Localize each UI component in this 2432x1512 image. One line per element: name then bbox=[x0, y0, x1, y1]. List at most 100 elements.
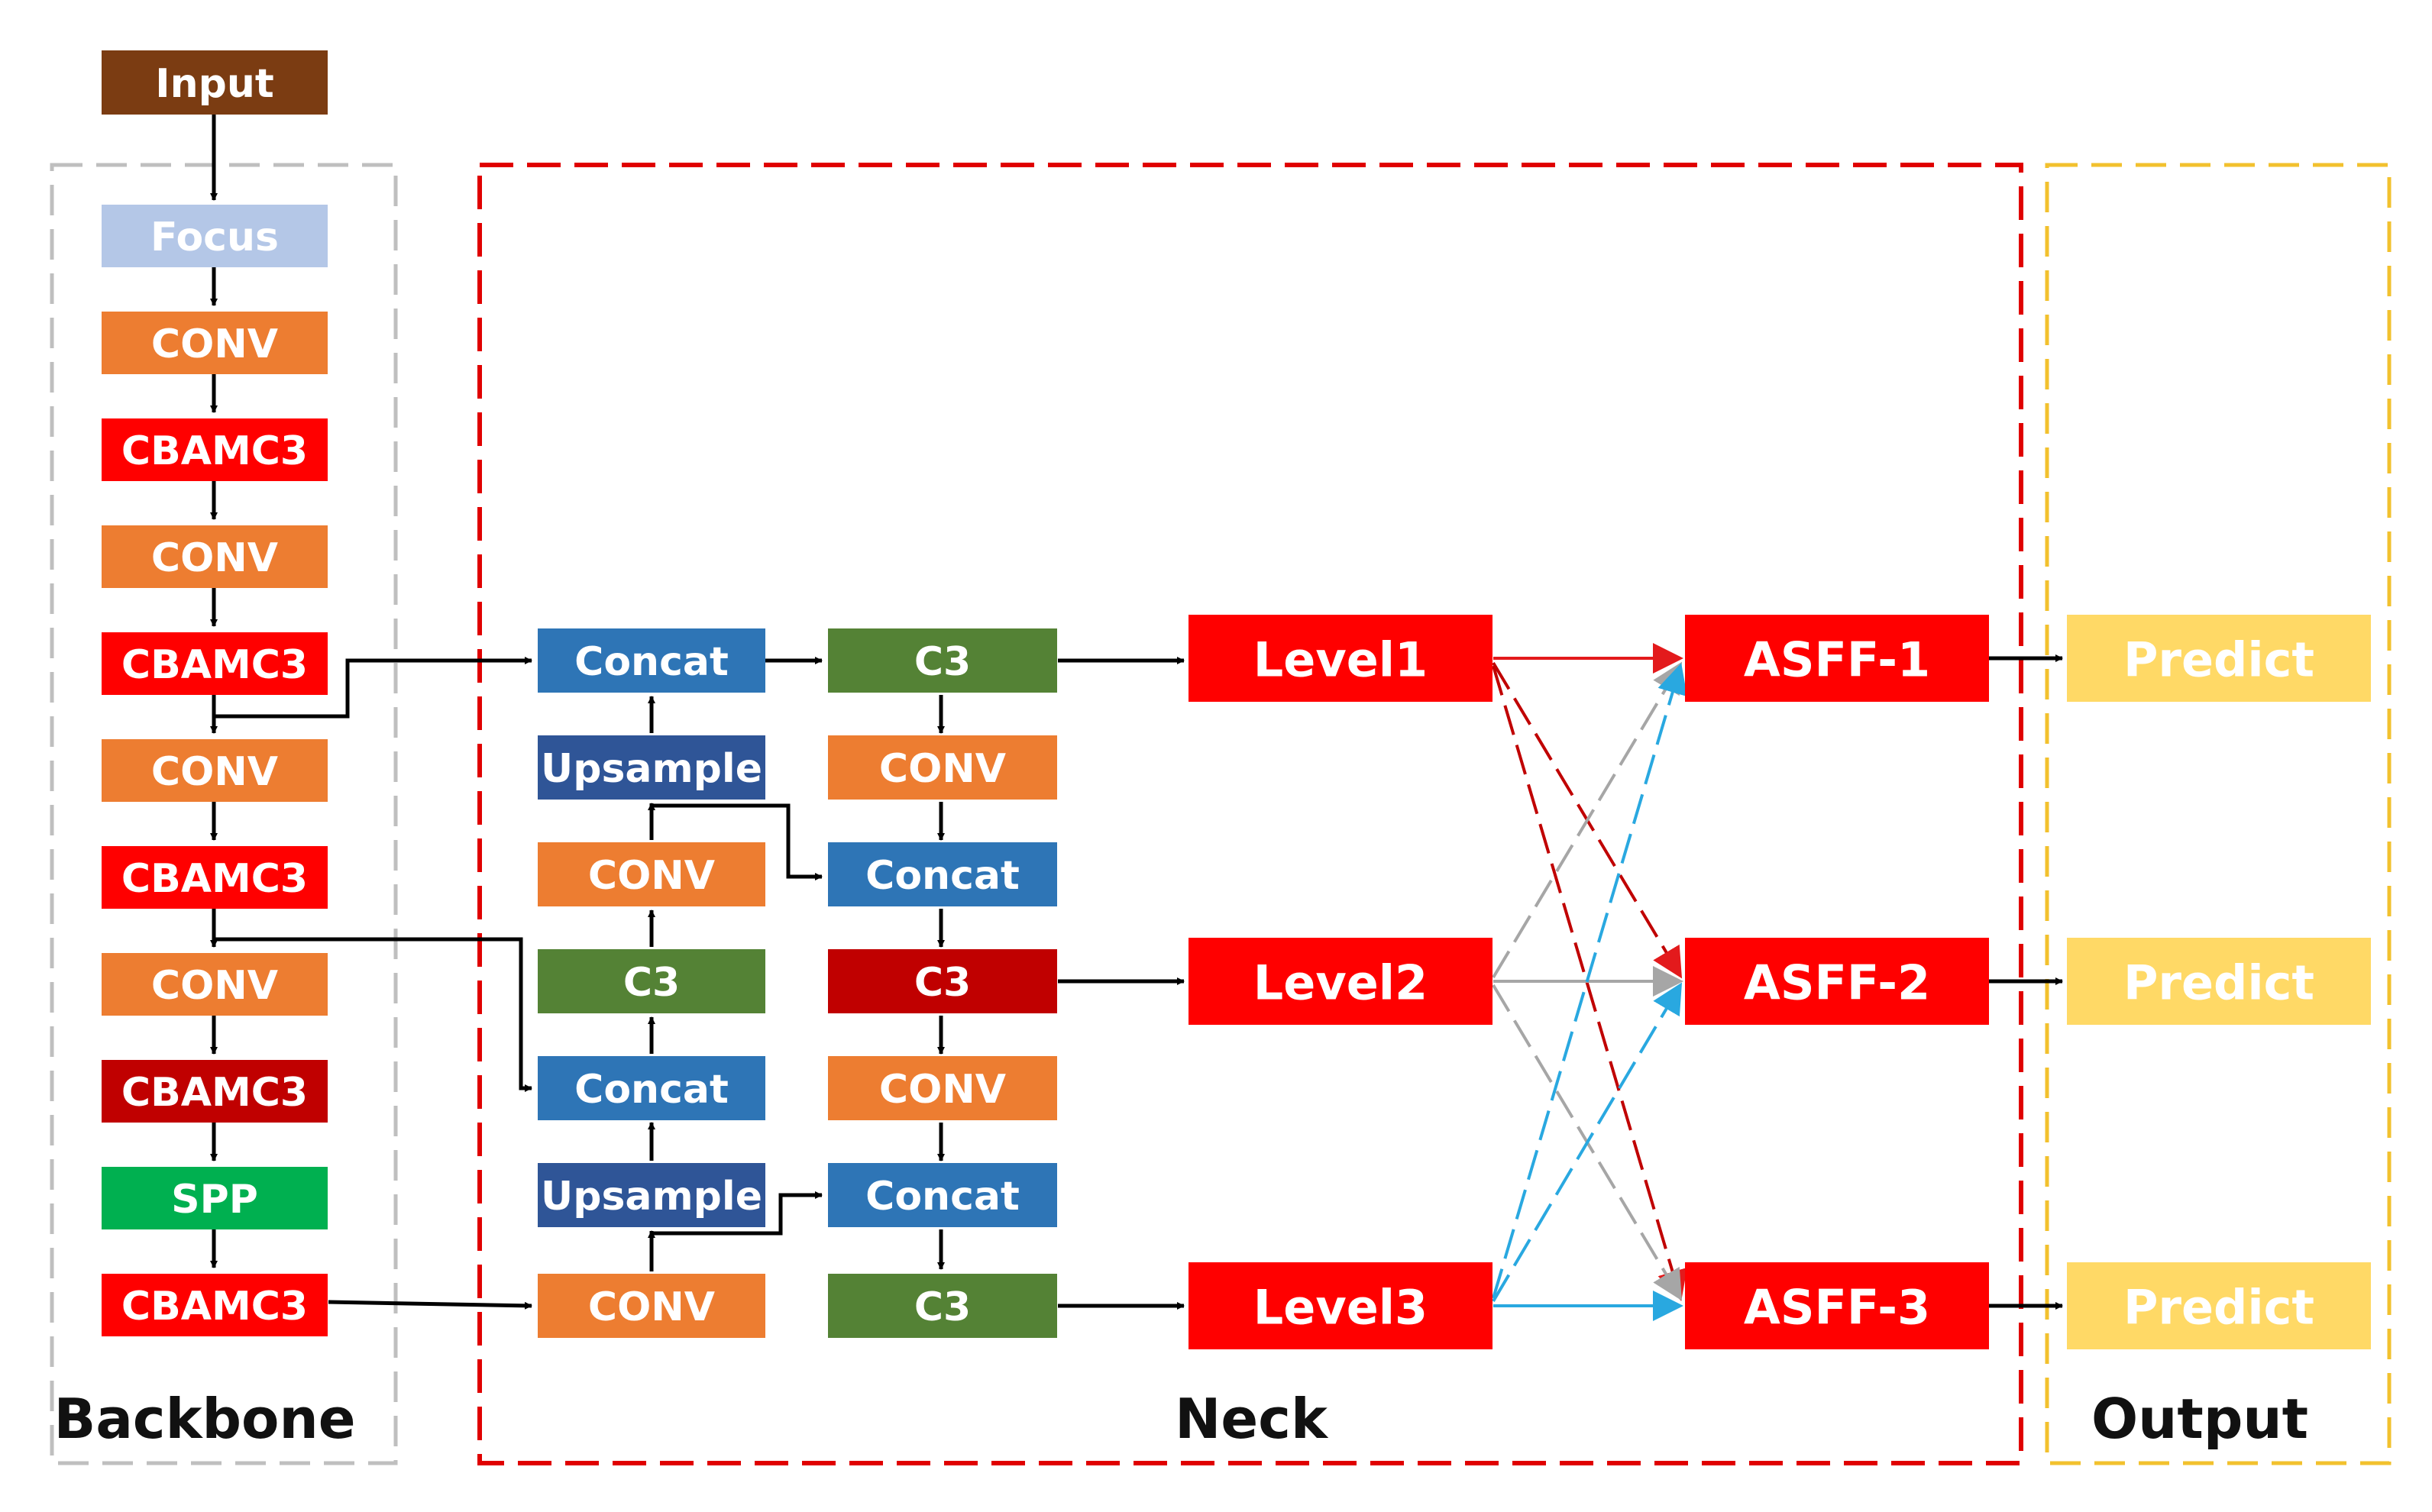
backbone-cbamc3-block-1-label: CBAMC3 bbox=[121, 428, 308, 474]
neck-conv-block-2-label: CONV bbox=[588, 1284, 715, 1330]
neck-conv-block-4-box bbox=[828, 1056, 1057, 1120]
level2-block-box bbox=[1189, 938, 1493, 1025]
predict-block-2: Predict bbox=[2067, 938, 2371, 1025]
asff-fusion-links bbox=[1492, 643, 1687, 1321]
backbone-cbamc3-block-1: CBAMC3 bbox=[102, 418, 328, 481]
link-level3-asff2 bbox=[1492, 982, 1683, 1303]
neck-c3-block-2: C3 bbox=[828, 628, 1057, 693]
spp-block-box bbox=[102, 1167, 328, 1229]
edge-cbam3-concat2 bbox=[214, 937, 532, 1092]
neck-conv-block-2: CONV bbox=[538, 1274, 765, 1338]
backbone-cbamc3-block-5-box bbox=[102, 1274, 328, 1336]
asff3-block-box bbox=[1685, 1262, 1989, 1349]
neck-c3-block-1-box bbox=[538, 949, 765, 1013]
predict-block-2-box bbox=[2067, 938, 2371, 1025]
backbone-cbamc3-block-4-box bbox=[102, 1060, 328, 1123]
backbone-conv-block-1-label: CONV bbox=[151, 321, 278, 367]
neck-concat-block-1-label: Concat bbox=[574, 639, 729, 685]
predict-block-3: Predict bbox=[2067, 1262, 2371, 1349]
link-level3-asff1 bbox=[1492, 663, 1687, 1299]
link-level1-asff3 bbox=[1492, 665, 1687, 1301]
neck-c3-block-3-box bbox=[828, 949, 1057, 1013]
backbone-conv-block-1: CONV bbox=[102, 312, 328, 374]
neck-concat-block-3: Concat bbox=[828, 842, 1057, 906]
neck-conv-block-1-label: CONV bbox=[588, 853, 715, 899]
backbone-conv-block-1-box bbox=[102, 312, 328, 374]
backbone-conv-block-2: CONV bbox=[102, 525, 328, 588]
edge-cbam2-concat1 bbox=[214, 657, 532, 719]
neck-conv-block-1-box bbox=[538, 842, 765, 906]
backbone-section-border bbox=[50, 163, 398, 1465]
edge-conv1-concat-n2 bbox=[652, 803, 823, 880]
output-label: Output bbox=[2091, 1387, 2308, 1451]
backbone-cbamc3-block-4-label: CBAMC3 bbox=[121, 1070, 308, 1116]
backbone-cbamc3-block-3-box bbox=[102, 846, 328, 909]
predict-block-1-box bbox=[2067, 615, 2371, 702]
backbone-conv-block-4: CONV bbox=[102, 953, 328, 1016]
level3-block-label: Level3 bbox=[1253, 1280, 1428, 1336]
neck-upsample-block-2: Upsample bbox=[538, 1163, 765, 1227]
input-block-label: Input bbox=[155, 61, 273, 107]
neck-upsample-block-1-box bbox=[538, 735, 765, 800]
asff2-block-box bbox=[1685, 938, 1989, 1025]
backbone-conv-block-2-box bbox=[102, 525, 328, 588]
neck-conv-block-3: CONV bbox=[828, 735, 1057, 800]
neck-concat-block-1-box bbox=[538, 628, 765, 693]
neck-c3-block-4-label: C3 bbox=[914, 1284, 971, 1330]
neck-c3-block-1: C3 bbox=[538, 949, 765, 1013]
predict-block-3-box bbox=[2067, 1262, 2371, 1349]
output-section-border bbox=[2045, 163, 2392, 1465]
focus-block: Focus bbox=[102, 205, 328, 267]
neck-upsample-block-1-label: Upsample bbox=[541, 746, 762, 792]
connectors bbox=[210, 115, 2063, 1310]
neck-conv-block-2-box bbox=[538, 1274, 765, 1338]
predict-block-1: Predict bbox=[2067, 615, 2371, 702]
edge-cbam5-conv bbox=[328, 1300, 532, 1310]
neck-section-border bbox=[477, 163, 2023, 1465]
asff1-block-label: ASFF-1 bbox=[1744, 632, 1930, 688]
backbone-cbamc3-block-2-box bbox=[102, 632, 328, 695]
focus-block-label: Focus bbox=[150, 215, 279, 260]
neck-c3-block-3: C3 bbox=[828, 949, 1057, 1013]
level2-block-label: Level2 bbox=[1253, 955, 1428, 1011]
input-block-box bbox=[102, 50, 328, 115]
neck-concat-block-3-label: Concat bbox=[865, 853, 1020, 899]
blocks: Input Focus CONV CBAMC3 CONV CBAMC3 CONV… bbox=[102, 50, 2371, 1349]
input-block: Input bbox=[102, 50, 328, 115]
backbone-label: Backbone bbox=[53, 1387, 355, 1451]
backbone-cbamc3-block-2: CBAMC3 bbox=[102, 632, 328, 695]
backbone-cbamc3-block-2-label: CBAMC3 bbox=[121, 642, 308, 688]
neck-conv-block-3-box bbox=[828, 735, 1057, 800]
predict-block-3-label: Predict bbox=[2123, 1280, 2314, 1336]
neck-label: Neck bbox=[1175, 1387, 1329, 1451]
level1-block-label: Level1 bbox=[1253, 632, 1428, 688]
focus-block-box bbox=[102, 205, 328, 267]
spp-block: SPP bbox=[102, 1167, 328, 1229]
neck-c3-block-2-label: C3 bbox=[914, 639, 971, 685]
neck-c3-block-3-label: C3 bbox=[914, 960, 971, 1006]
neck-upsample-block-2-label: Upsample bbox=[541, 1174, 762, 1220]
backbone-cbamc3-block-5-label: CBAMC3 bbox=[121, 1284, 308, 1329]
neck-concat-block-1: Concat bbox=[538, 628, 765, 693]
neck-concat-block-4-box bbox=[828, 1163, 1057, 1227]
neck-concat-block-2-label: Concat bbox=[574, 1067, 729, 1113]
asff2-block: ASFF-2 bbox=[1685, 938, 1989, 1025]
backbone-conv-block-4-label: CONV bbox=[151, 963, 278, 1009]
backbone-cbamc3-block-3: CBAMC3 bbox=[102, 846, 328, 909]
backbone-conv-block-4-box bbox=[102, 953, 328, 1016]
asff3-block-label: ASFF-3 bbox=[1744, 1280, 1930, 1336]
level3-block: Level3 bbox=[1189, 1262, 1493, 1349]
spp-block-label: SPP bbox=[171, 1177, 258, 1223]
backbone-cbamc3-block-3-label: CBAMC3 bbox=[121, 856, 308, 902]
predict-block-1-label: Predict bbox=[2123, 632, 2314, 688]
backbone-conv-block-3: CONV bbox=[102, 739, 328, 802]
neck-c3-block-4-box bbox=[828, 1274, 1057, 1338]
level1-block-box bbox=[1189, 615, 1493, 702]
level2-block: Level2 bbox=[1189, 938, 1493, 1025]
asff3-block: ASFF-3 bbox=[1685, 1262, 1989, 1349]
link-level2-asff1 bbox=[1492, 661, 1683, 979]
neck-c3-block-1-label: C3 bbox=[623, 960, 680, 1006]
neck-conv-block-4-label: CONV bbox=[879, 1067, 1006, 1113]
backbone-conv-block-3-label: CONV bbox=[151, 749, 278, 795]
